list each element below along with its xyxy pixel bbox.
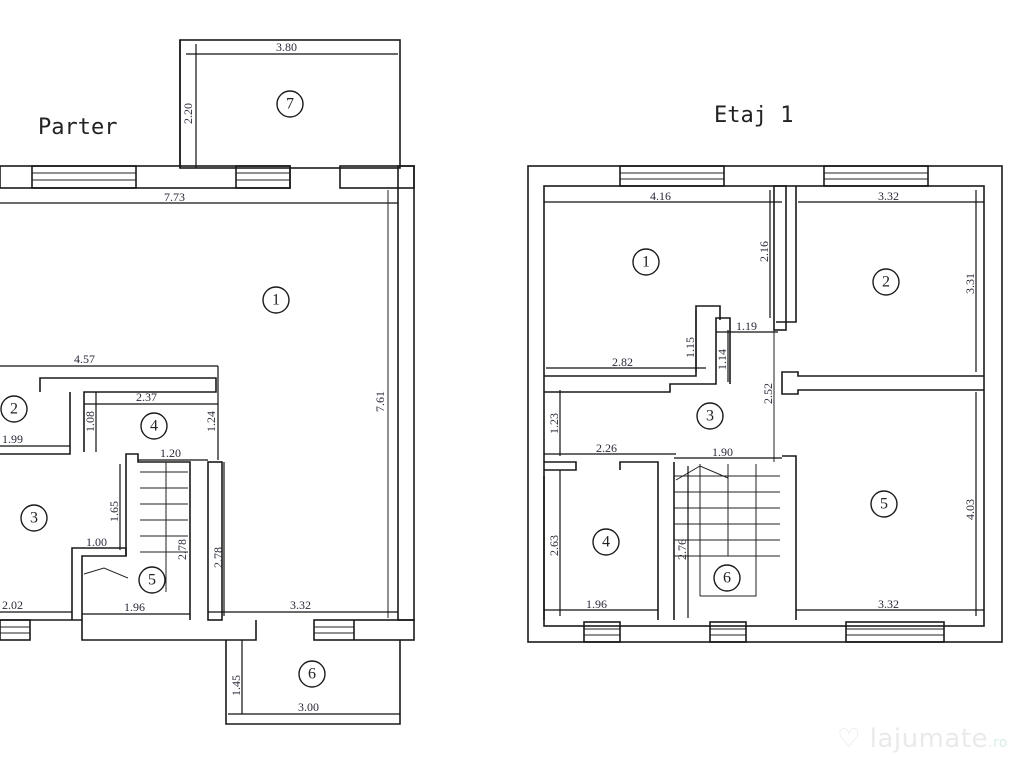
dim-e-room1-width: 4.16 bbox=[650, 189, 671, 203]
etaj1-title: Etaj 1 bbox=[714, 103, 793, 128]
dim-e-closet-a: 1.15 bbox=[683, 337, 697, 358]
room-label-1: 1 bbox=[272, 292, 280, 309]
dim-stair-len-a: 2.78 bbox=[175, 539, 189, 560]
dim-room4-width: 2.37 bbox=[136, 390, 157, 404]
etaj1-plan: Etaj 1 4.16 2.16 1 1.15 1.14 1.19 2.82 3… bbox=[527, 103, 1003, 643]
heart-check-icon: ♡ bbox=[837, 724, 861, 754]
dim-e-room2-width: 3.32 bbox=[878, 189, 899, 203]
e-room-label-6: 6 bbox=[723, 570, 731, 587]
e-room-label-3: 3 bbox=[706, 408, 714, 425]
room-label-3: 3 bbox=[30, 510, 38, 527]
dim-stair-width: 1.20 bbox=[160, 446, 181, 460]
watermark-tld: .ro bbox=[988, 735, 1008, 751]
room-label-4: 4 bbox=[150, 418, 158, 435]
parter-plan: Parter 3.80 2.20 7.73 7.61 1 4.57 2 1. bbox=[0, 39, 415, 725]
dim-e-room4-height: 2.63 bbox=[547, 535, 561, 556]
room-label-7: 7 bbox=[286, 96, 294, 113]
e-room-label-5: 5 bbox=[880, 496, 888, 513]
dim-e-room2-height: 3.31 bbox=[963, 273, 977, 294]
dim-stair-side: 1.65 bbox=[107, 501, 121, 522]
dim-hall-width: 4.57 bbox=[74, 352, 95, 366]
dim-e-passage: 1.19 bbox=[736, 319, 757, 333]
room-label-6: 6 bbox=[308, 666, 316, 683]
dim-room2-depth: 1.08 bbox=[83, 411, 97, 432]
e-room-label-2: 2 bbox=[882, 274, 890, 291]
dim-landing: 1.00 bbox=[86, 535, 107, 549]
dim-e-hall-left: 1.23 bbox=[547, 413, 561, 434]
dim-porch-width: 3.00 bbox=[298, 700, 319, 714]
dim-e-stair-top: 1.90 bbox=[712, 445, 733, 459]
room-label-2: 2 bbox=[10, 401, 18, 418]
dim-e-room5-width: 3.32 bbox=[878, 597, 899, 611]
dim-e-room4-width: 1.96 bbox=[586, 597, 607, 611]
dim-right-height: 7.61 bbox=[373, 391, 387, 412]
dim-e-stair-height: 2.76 bbox=[675, 539, 689, 560]
dim-e-room1-bottom: 2.82 bbox=[612, 355, 633, 369]
watermark-brand: lajumate bbox=[869, 724, 989, 754]
e-room-label-4: 4 bbox=[602, 534, 610, 551]
dim-room2-width: 1.99 bbox=[2, 432, 23, 446]
dim-top-width: 7.73 bbox=[164, 190, 185, 204]
dim-e-room1-side: 2.16 bbox=[757, 241, 771, 262]
dim-room1-bottom: 3.32 bbox=[290, 598, 311, 612]
e-room-label-1: 1 bbox=[642, 254, 650, 271]
watermark-logo: ♡ lajumate.ro bbox=[837, 724, 1008, 754]
dim-e-hall-height: 2.52 bbox=[761, 383, 775, 404]
dim-terrace-depth: 2.20 bbox=[181, 103, 195, 124]
dim-porch-depth: 1.45 bbox=[229, 675, 243, 696]
dim-e-room5-height: 4.03 bbox=[963, 499, 977, 520]
dim-terrace-width: 3.80 bbox=[276, 40, 297, 54]
dim-e-closet-b: 1.14 bbox=[715, 349, 729, 370]
dim-room4-depth: 1.24 bbox=[204, 411, 218, 432]
room-label-5: 5 bbox=[148, 572, 156, 589]
dim-stair-len-b: 2.78 bbox=[211, 547, 225, 568]
dim-room3-bottom: 2.02 bbox=[2, 598, 23, 612]
dim-room5-width: 1.96 bbox=[124, 600, 145, 614]
parter-title: Parter bbox=[38, 115, 117, 140]
room-marker-1 bbox=[262, 286, 290, 314]
dim-e-room4-top: 2.26 bbox=[596, 441, 617, 455]
